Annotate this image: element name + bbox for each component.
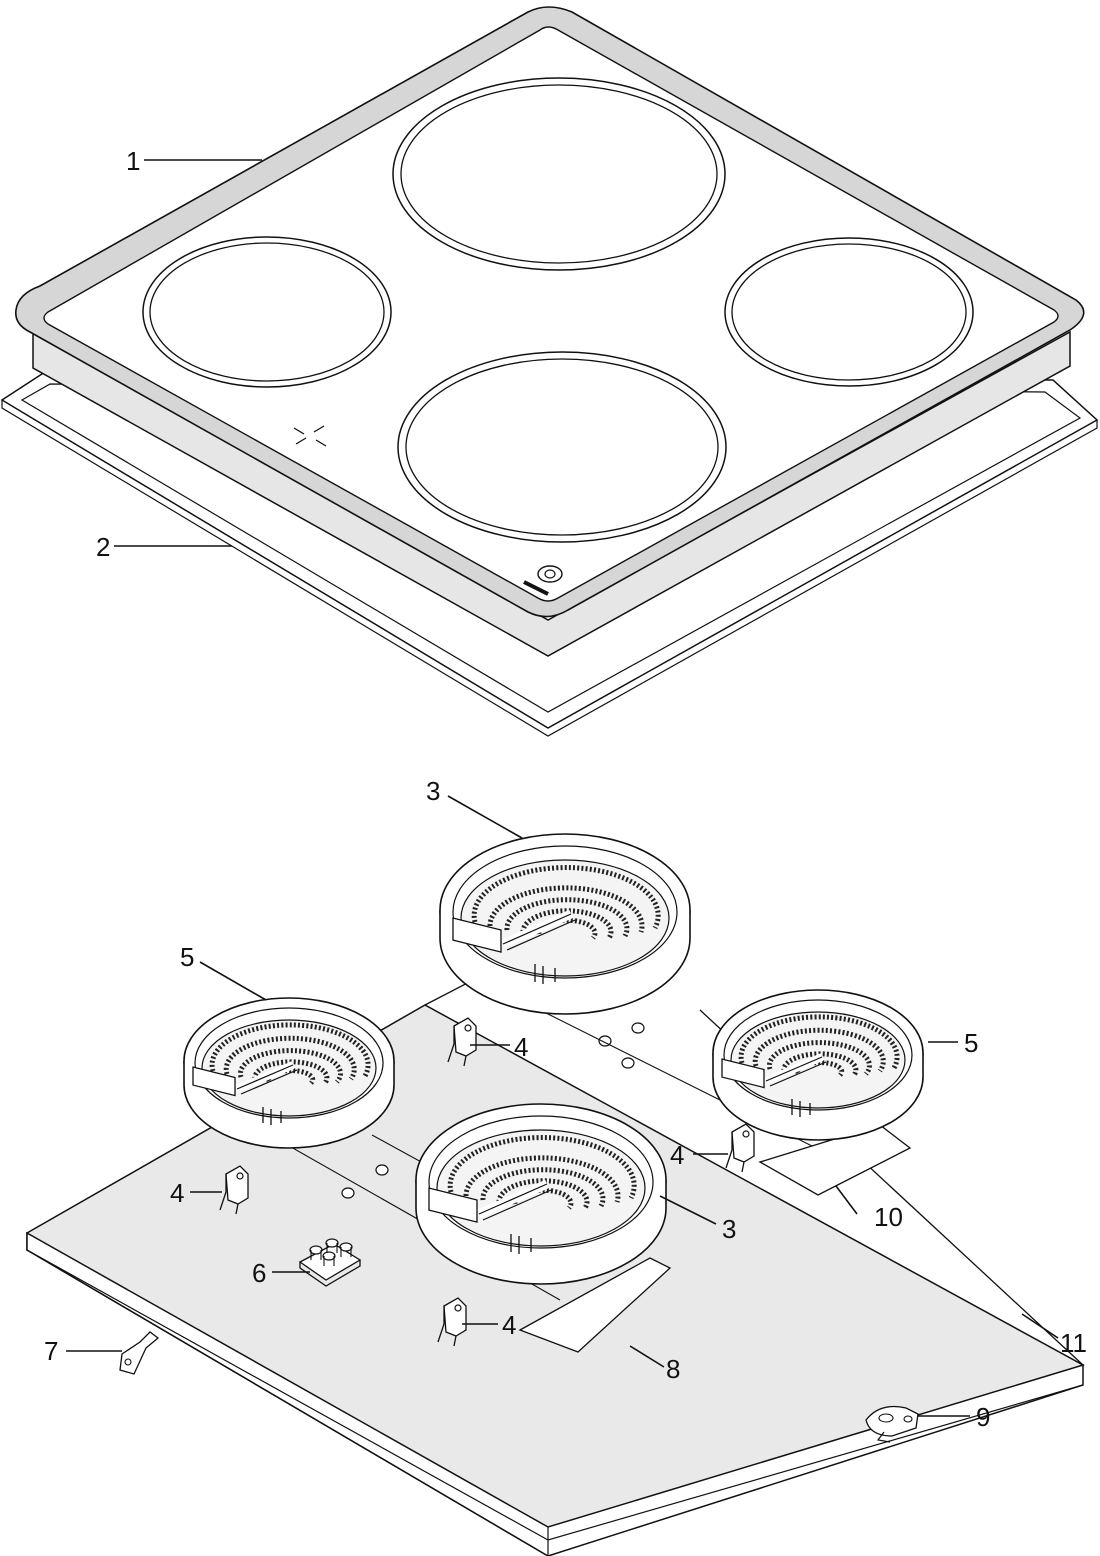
- callout-1: 1: [126, 146, 140, 176]
- callout-5: 5: [964, 1028, 978, 1058]
- brand-logo-icon: [523, 565, 563, 596]
- insulation-sheet-8: [518, 1257, 672, 1353]
- callout-4: 4: [670, 1140, 684, 1170]
- callout-8: 8: [666, 1354, 680, 1384]
- terminal-block: [298, 1238, 362, 1287]
- callout-2: 2: [96, 532, 110, 562]
- callout-5: 5: [180, 942, 194, 972]
- callout-leaders: [66, 159, 1059, 1417]
- callout-9: 9: [976, 1402, 990, 1432]
- heating-element-small-left: [184, 998, 394, 1148]
- retaining-clip: [119, 1331, 160, 1375]
- callout-10: 10: [874, 1202, 903, 1232]
- callout-4: 4: [514, 1032, 528, 1062]
- cooktop-frame-side: [32, 326, 1071, 657]
- hot-surface-mark-icon: [293, 425, 327, 447]
- callout-7: 7: [44, 1336, 58, 1366]
- heating-element-small-right: [713, 990, 923, 1140]
- callout-3: 3: [722, 1214, 736, 1244]
- callout-3: 3: [426, 776, 440, 806]
- ceramic-cooktop-assembly: [0, 6, 1099, 737]
- mounting-bracket: [725, 1123, 755, 1173]
- callout-6: 6: [252, 1258, 266, 1288]
- heating-element-large-front: [416, 1104, 666, 1284]
- ceramic-glass-top: [43, 26, 1059, 602]
- callout-11: 11: [1060, 1328, 1087, 1358]
- pan-assembly: [26, 834, 1085, 1556]
- cable-clamp: [865, 1405, 919, 1443]
- callout-4: 4: [502, 1310, 516, 1340]
- callout-4: 4: [170, 1178, 184, 1208]
- heating-element-large-rear: [440, 834, 690, 1014]
